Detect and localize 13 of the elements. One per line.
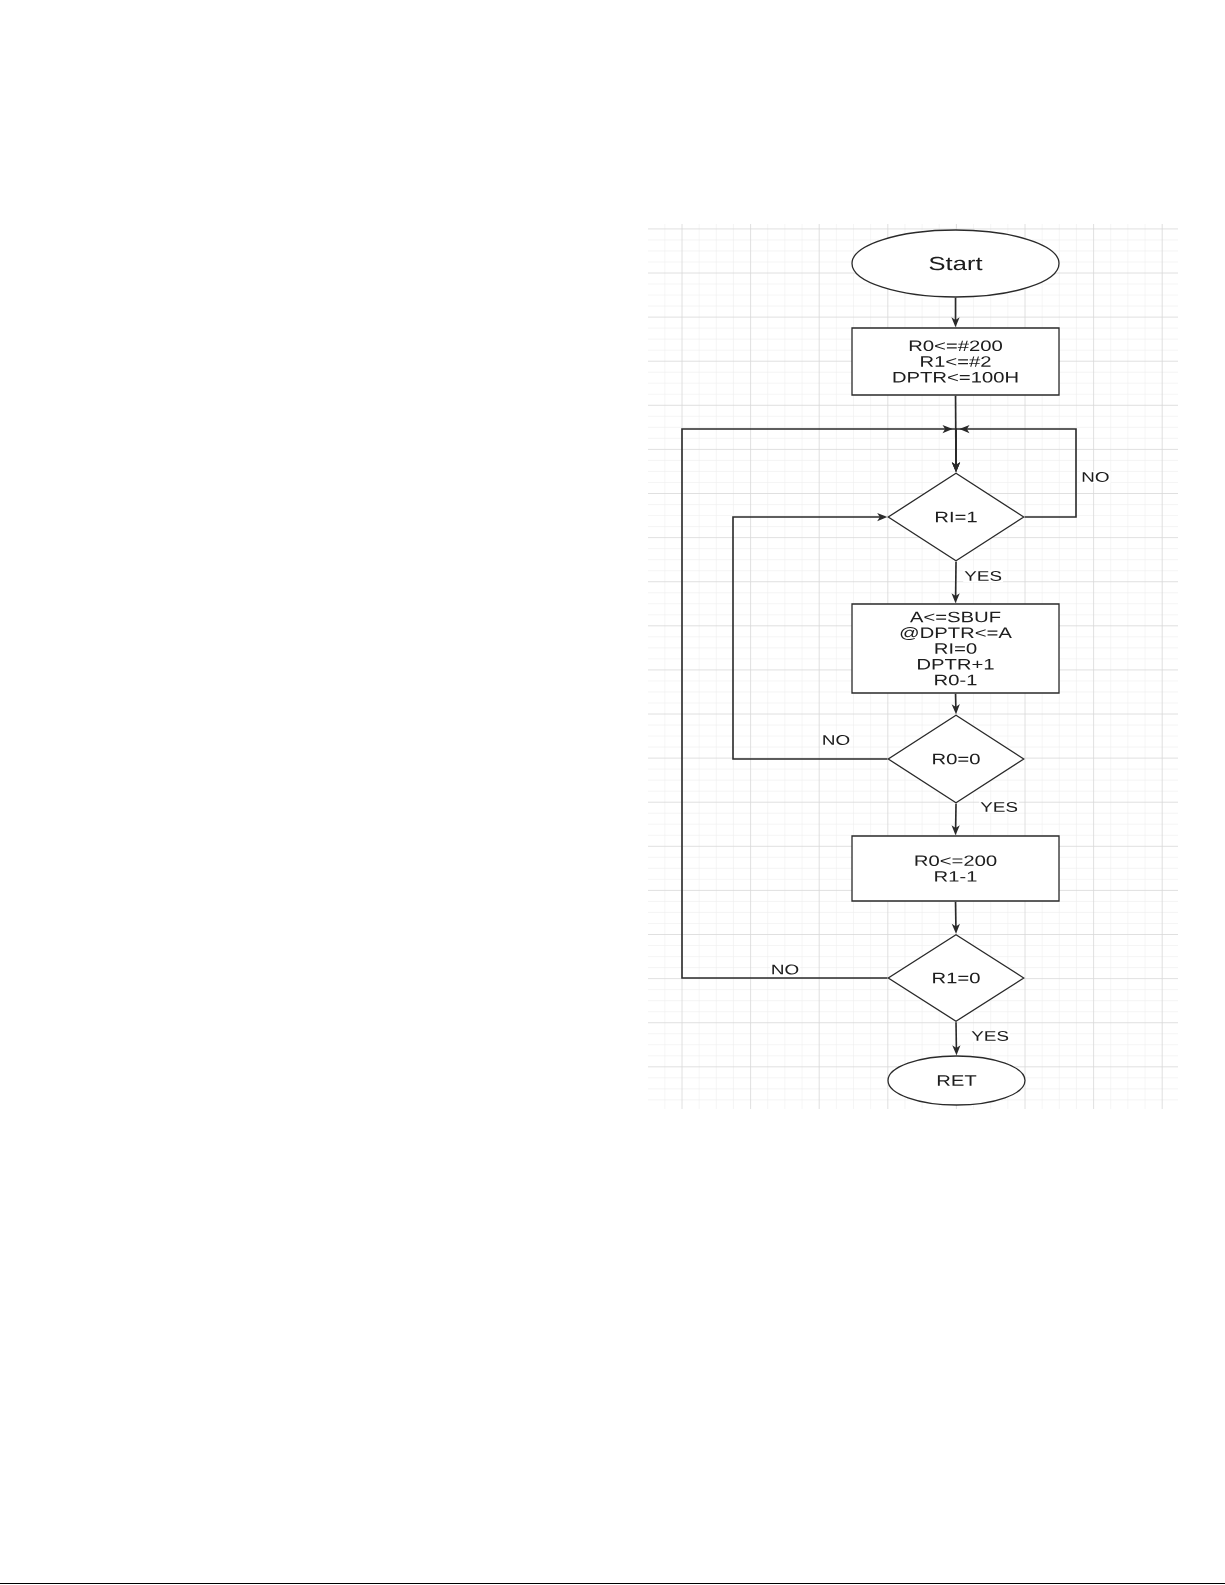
edge-label: YES bbox=[979, 801, 1019, 813]
arrow bbox=[732, 512, 889, 760]
edge-label: NO bbox=[769, 963, 801, 976]
terminal-oval: Start bbox=[851, 229, 1060, 298]
process-box: R0<=200 R1-1 bbox=[851, 835, 1060, 902]
edge-label: YES bbox=[970, 1030, 1010, 1042]
edge-label: NO bbox=[820, 734, 852, 746]
process-box: R0<=#200 R1<=#2 DPTR<=100H bbox=[851, 327, 1060, 396]
edge-label: NO bbox=[1080, 471, 1111, 483]
process-box: A<=SBUF @DPTR<=A RI=0 DPTR+1 R0-1 bbox=[851, 603, 1060, 694]
arrow bbox=[681, 424, 961, 979]
edge-label: YES bbox=[963, 570, 1003, 582]
terminal-oval: RET bbox=[887, 1055, 1026, 1106]
